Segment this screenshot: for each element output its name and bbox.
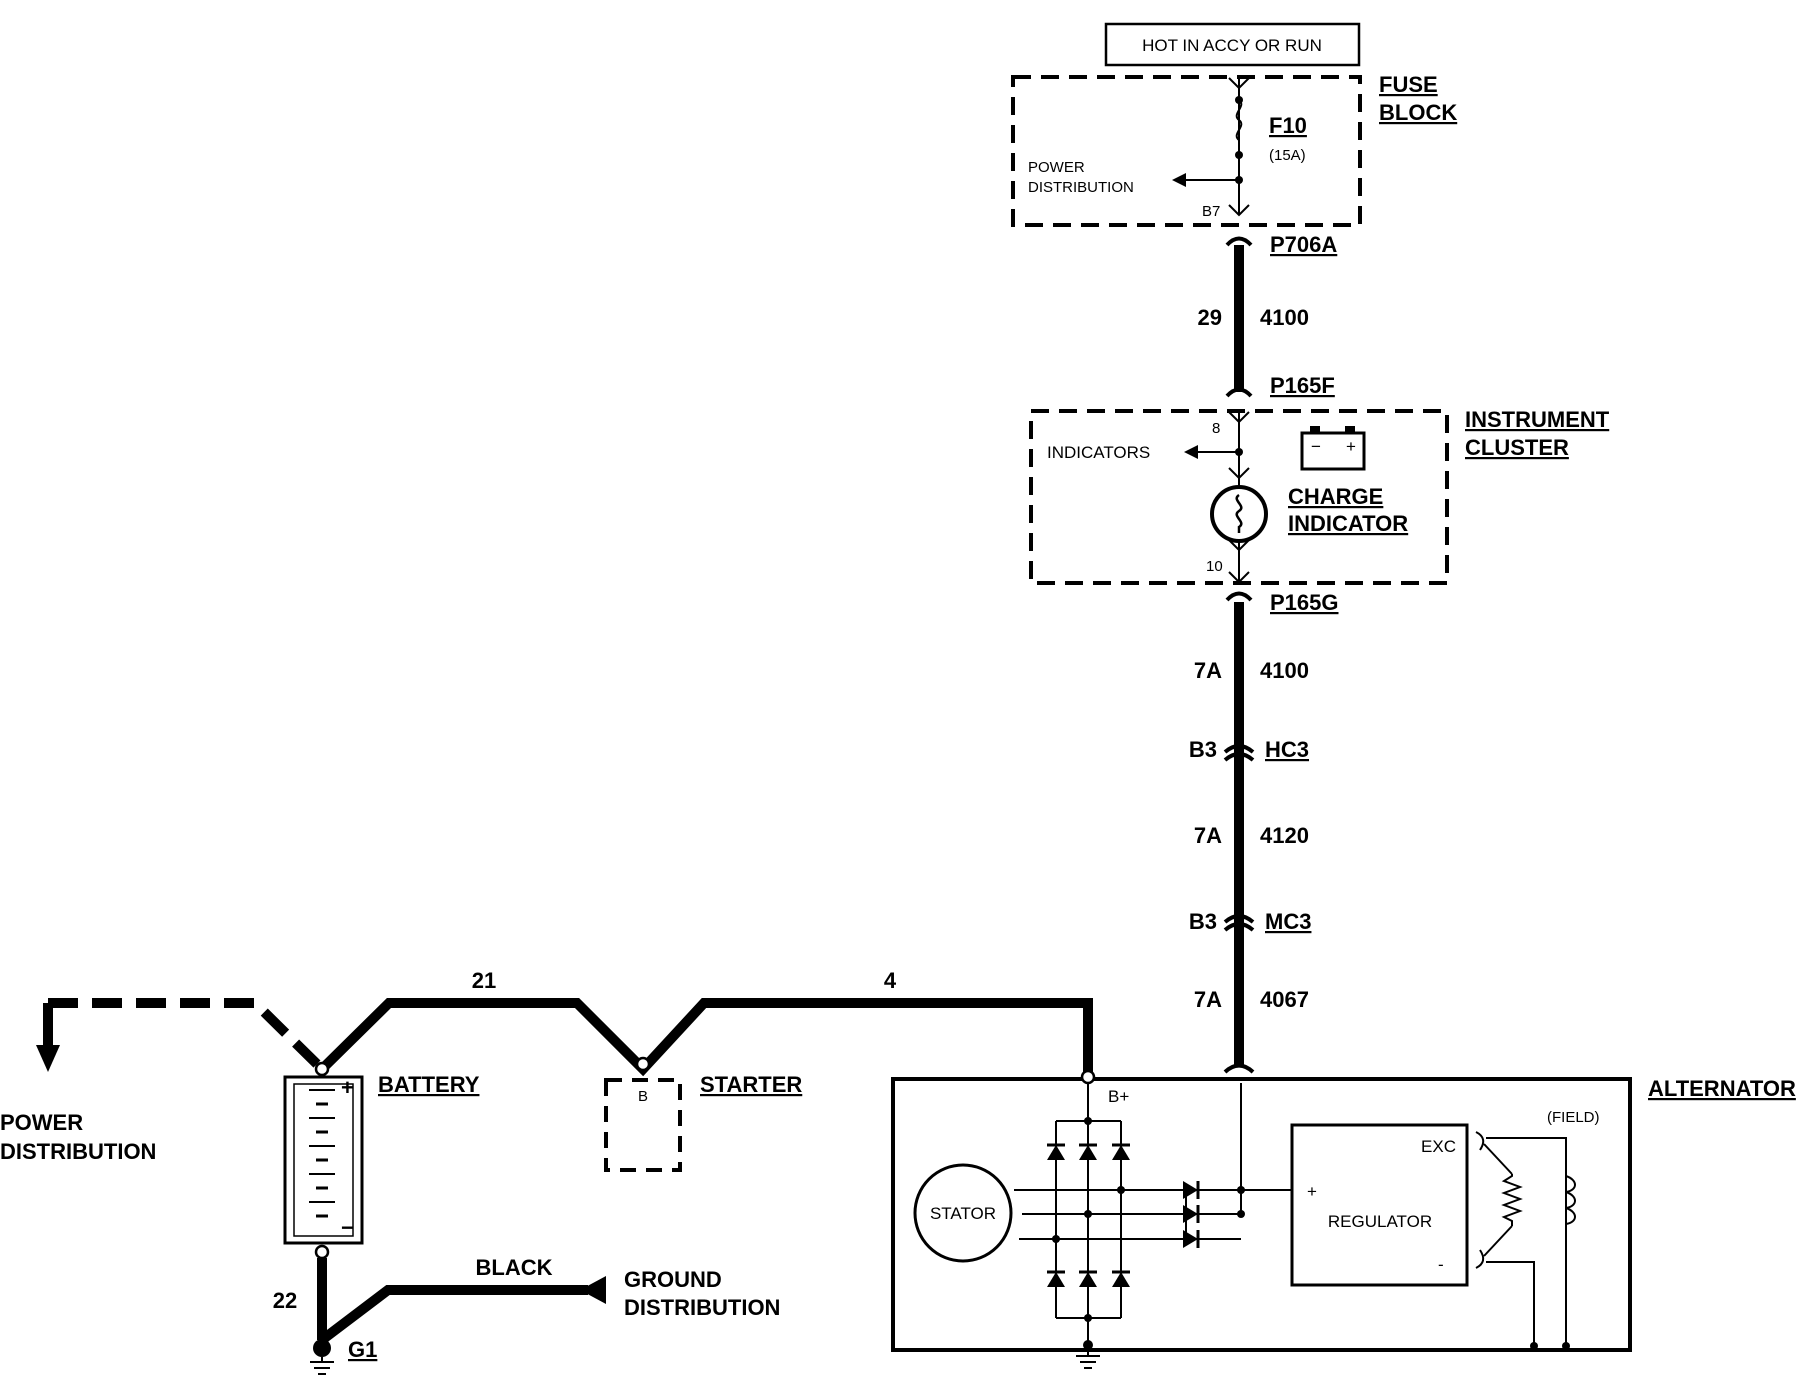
regulator-minus: - (1438, 1255, 1444, 1274)
fuse-id: F10 (1269, 113, 1307, 138)
connector-p706a: P706A (1270, 232, 1337, 257)
ground-symbol-icon (310, 1357, 334, 1375)
charge-indicator-lamp-icon (1210, 485, 1268, 543)
connector-mc3-pin: B3 (1189, 909, 1217, 934)
alternator-label: ALTERNATOR (1648, 1076, 1796, 1101)
wire-21-label: 21 (472, 968, 496, 993)
starter-terminal: B (638, 1088, 648, 1105)
cluster-title-2: CLUSTER (1465, 435, 1569, 460)
connector-mc3: MC3 (1265, 909, 1311, 934)
charge-indicator-1: CHARGE (1288, 484, 1383, 509)
wire-circuit: 4067 (1260, 987, 1309, 1012)
connector-p165f-symbol (1225, 387, 1253, 398)
fuse-power-dist-1: POWER (1028, 159, 1085, 176)
cluster-pin-10: 10 (1206, 558, 1223, 575)
alternator: ALTERNATOR B+ (891, 1069, 1796, 1369)
fuse-block-title-2: BLOCK (1379, 100, 1457, 125)
connector-p165g: P165G (1270, 590, 1339, 615)
power-dist-label-1: POWER (0, 1110, 83, 1135)
fuse-rating: (15A) (1269, 147, 1306, 164)
field-resistor-icon (1501, 1174, 1523, 1226)
ground-wire-color: BLACK (476, 1255, 553, 1280)
cluster-indicators: INDICATORS (1047, 443, 1150, 462)
arrow-left-icon (1184, 445, 1198, 459)
rectifier-diode-icon (1047, 1143, 1200, 1287)
regulator-plus: + (1307, 1182, 1317, 1201)
battery-plus: + (341, 1075, 354, 1100)
field-coil-icon (1565, 1175, 1576, 1225)
ground-dist-1: GROUND (624, 1267, 722, 1292)
connector-hc3: HC3 (1265, 737, 1309, 762)
arrow-down-icon (36, 1045, 60, 1072)
ground-label-g1: G1 (348, 1337, 377, 1362)
fuse-block: FUSE BLOCK F10 (15A) POWER DISTRIBUTION … (1011, 72, 1457, 227)
cluster-pin-8: 8 (1212, 420, 1220, 437)
connector-p706a-symbol (1225, 236, 1253, 247)
wire-gauge: 7A (1194, 658, 1222, 683)
regulator-block (1290, 1123, 1469, 1287)
wire-circuit: 4120 (1260, 823, 1309, 848)
arrow-left-icon (1172, 173, 1186, 187)
wire-gauge: 29 (1198, 305, 1222, 330)
connector-hc3-pin: B3 (1189, 737, 1217, 762)
connector-hc3-symbol (1223, 752, 1255, 762)
battery-icon-plus: + (1346, 437, 1356, 456)
field-label: (FIELD) (1547, 1109, 1600, 1126)
connector-mc3-symbol (1223, 922, 1255, 932)
wire-22-label: 22 (273, 1288, 297, 1313)
stator-label: STATOR (930, 1204, 996, 1223)
instrument-cluster: INSTRUMENT CLUSTER 8 10 INDICATORS − + C… (1029, 407, 1610, 585)
battery: + − BATTERY (283, 1061, 480, 1245)
wire-4-label: 4 (884, 968, 897, 993)
fuse-power-dist-2: DISTRIBUTION (1028, 179, 1134, 196)
power-dist-label-2: DISTRIBUTION (0, 1139, 156, 1164)
power-source-box: HOT IN ACCY OR RUN (1104, 22, 1361, 67)
alternator-b-plus: B+ (1108, 1087, 1129, 1106)
arrow-left-icon (580, 1276, 606, 1304)
stator-symbol (913, 1163, 1013, 1263)
connector-p165f: P165F (1270, 373, 1335, 398)
starter: B STARTER (604, 1056, 802, 1172)
battery-label: BATTERY (378, 1072, 480, 1097)
battery-minus: − (341, 1215, 354, 1240)
ground-symbol-icon (1076, 1350, 1100, 1369)
wire-gauge: 7A (1194, 823, 1222, 848)
battery-icon: − + (1300, 426, 1366, 471)
charge-indicator-2: INDICATOR (1288, 511, 1408, 536)
regulator-label: REGULATOR (1328, 1212, 1432, 1231)
regulator-exc: EXC (1421, 1137, 1456, 1156)
power-source-label: HOT IN ACCY OR RUN (1142, 36, 1322, 55)
vertical-harness: P706A P165F P165G HC3 MC3 B3 B3 29 4100 … (1189, 232, 1339, 1074)
fuse-symbol (1235, 99, 1243, 141)
ground-dist-2: DISTRIBUTION (624, 1295, 780, 1320)
main-harness: 21 4 POWER DISTRIBUTION (0, 968, 1093, 1164)
cluster-title-1: INSTRUMENT (1465, 407, 1610, 432)
connector-p165g-symbol (1225, 591, 1253, 602)
ground-circuit: 22 BLACK GROUND DISTRIBUTION G1 (273, 1244, 780, 1375)
fuse-pin-b7: B7 (1202, 203, 1220, 220)
wire-circuit: 4100 (1260, 305, 1309, 330)
starter-label: STARTER (700, 1072, 802, 1097)
fuse-block-title-1: FUSE (1379, 72, 1438, 97)
wire-circuit: 4100 (1260, 658, 1309, 683)
wire-gauge: 7A (1194, 987, 1222, 1012)
battery-icon-minus: − (1311, 437, 1321, 456)
